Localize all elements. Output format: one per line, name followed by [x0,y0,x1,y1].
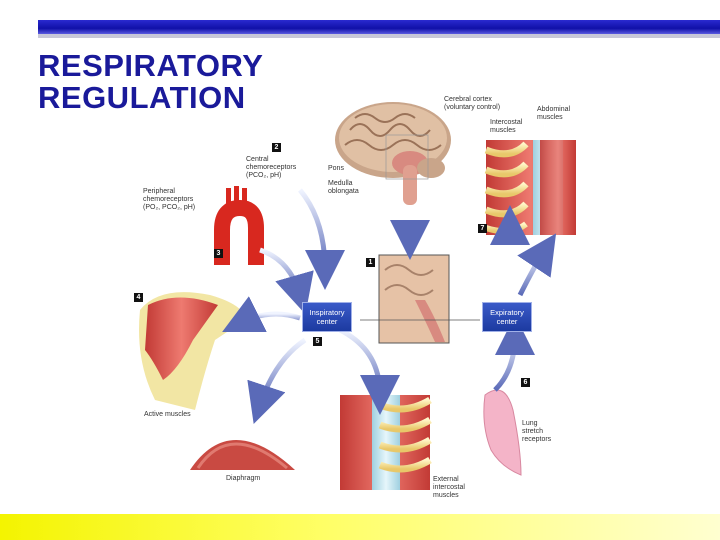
label-abdominal-muscles: Abdominal muscles [537,106,571,121]
expiratory-center-box: Expiratory center [482,302,532,332]
label-peripheral-chemoreceptors: Peripheral chemoreceptors (PO₂, PCO₂, pH… [143,188,196,211]
inspiratory-center-box: Inspiratory center [302,302,352,332]
medulla-inset [378,254,450,344]
brain-illustration [335,102,451,205]
diaphragm-illustration [190,440,295,470]
label-active-muscles: Active muscles [144,411,191,418]
label-external-intercostal: External intercostal muscles [433,476,465,499]
label-central-chemoreceptors: Central chemoreceptors (PCO₂, pH) [246,156,297,179]
slide-title: RESPIRATORY REGULATION [38,50,263,114]
shoulder-muscles-illustration [139,292,245,410]
inspiratory-center-label: Inspiratory center [309,308,345,326]
label-intercostal-muscles: Intercostal muscles [490,119,523,134]
step-5-badge: 5 [313,337,322,346]
arrows [222,188,557,424]
step-3-badge: 3 [214,249,223,258]
step-4-badge: 4 [134,293,143,302]
label-medulla-oblongata: Medulla oblongata [328,180,359,195]
title-line-2: REGULATION [38,80,246,115]
label-pons: Pons [328,165,344,172]
label-cerebral-cortex: Cerebral cortex (voluntary control) [444,96,501,111]
top-accent-bar [38,20,720,34]
bottom-accent-bar [0,514,720,540]
label-diaphragm: Diaphragm [226,475,261,482]
title-line-1: RESPIRATORY [38,48,264,83]
expiratory-center-label: Expiratory center [490,308,524,326]
step-6-badge: 6 [521,378,530,387]
label-lung-stretch-receptors: Lung stretch receptors [522,420,552,443]
aorta-illustration [214,186,264,265]
lung-illustration [483,389,522,476]
step-1-badge: 1 [366,258,375,267]
step-7-badge: 7 [478,224,487,233]
external-intercostal-illustration [340,395,432,490]
top-accent-shadow [38,34,720,38]
chest-wall-illustration [484,140,576,235]
step-2-badge: 2 [272,143,281,152]
